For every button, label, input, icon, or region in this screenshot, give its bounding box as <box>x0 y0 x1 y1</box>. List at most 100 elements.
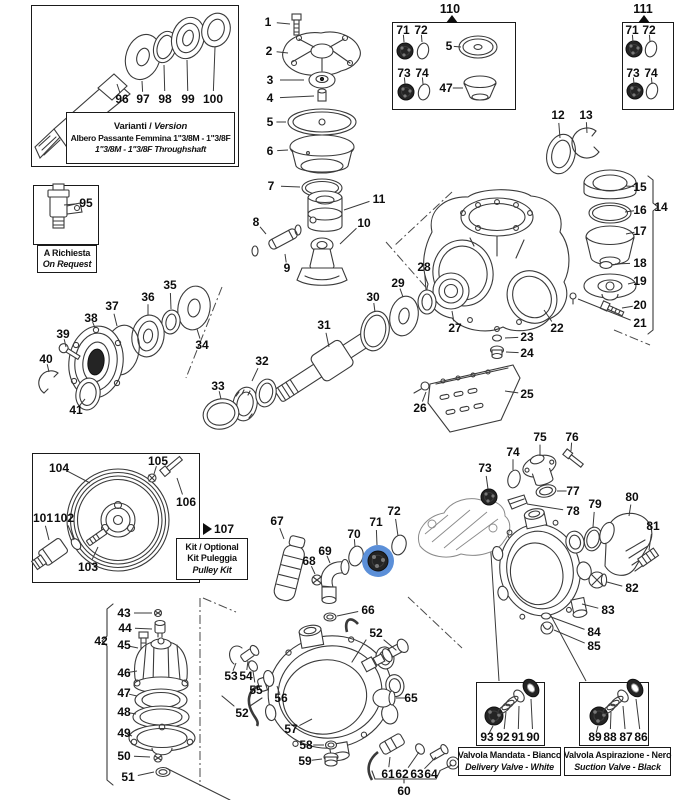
leader-line <box>595 725 599 733</box>
on-request-text-box: A Richiesta On Request <box>37 245 97 273</box>
leader-line <box>129 693 138 697</box>
leader-line <box>592 511 595 528</box>
leader-line <box>632 77 635 85</box>
kit-111-label: 111 <box>633 2 653 16</box>
leader-line <box>276 51 289 54</box>
leader-line <box>311 758 323 761</box>
bearing-flange-group <box>38 285 240 430</box>
pulley-kit-line2: Kit Puleggia <box>187 553 237 564</box>
leader-line <box>326 555 331 564</box>
leader-line <box>259 226 267 235</box>
leader-line <box>153 466 157 475</box>
leader-line <box>543 309 553 322</box>
on-request-en: On Request <box>42 259 92 269</box>
piston-group-right <box>546 127 659 335</box>
leader-line <box>504 336 519 339</box>
suction-valve-parts <box>589 678 644 726</box>
kit-111-parts <box>625 40 659 100</box>
leader-line <box>141 80 144 92</box>
variant-line-it: Albero Passante Femmina 1"3/8M - 1"3/8F <box>70 133 231 144</box>
leader-line <box>399 288 404 298</box>
leader-line <box>402 34 405 43</box>
leader-line <box>353 539 356 548</box>
leader-line <box>280 185 301 188</box>
delivery-valve-text-box: Valvola Mandata - Bianco Delivery Valve … <box>458 747 561 776</box>
leader-line <box>581 603 599 609</box>
kit-111-marker <box>638 15 650 23</box>
leader-line <box>650 77 653 85</box>
leader-line <box>284 253 287 263</box>
leader-line <box>336 611 359 617</box>
leader-line <box>625 231 635 235</box>
leader-line <box>279 95 315 99</box>
leader-line <box>628 504 632 517</box>
leader-line <box>44 525 50 541</box>
leader-line <box>169 292 172 310</box>
leader-line <box>570 442 573 452</box>
top-assembly-group <box>251 13 361 286</box>
leader-line <box>137 771 155 776</box>
leader-line <box>246 660 249 671</box>
leader-line <box>186 59 189 92</box>
leader-line <box>451 310 455 322</box>
leader-line <box>252 670 256 683</box>
suction-valve-text-box: Valvola Aspirazione - Nero Suction Valve… <box>564 747 671 776</box>
pump-head-bottom-group <box>221 612 460 784</box>
leader-line <box>113 313 118 327</box>
pump-head-right-group <box>491 508 660 635</box>
leader-line <box>67 471 91 484</box>
leader-line <box>420 34 423 43</box>
leader-line <box>276 685 280 694</box>
leader-line <box>585 122 588 134</box>
delivery-valve-parts <box>484 678 540 726</box>
leader-line <box>614 262 631 265</box>
leader-line <box>621 305 633 309</box>
leader-line <box>558 122 561 139</box>
accumulator-group <box>101 603 231 800</box>
kit-110-label: 110 <box>439 2 461 16</box>
kit-110-marker <box>446 15 458 23</box>
leader-line <box>648 533 652 551</box>
leader-line <box>485 475 489 490</box>
leader-line <box>439 764 453 772</box>
leader-line <box>503 711 507 730</box>
leader-line <box>63 203 78 206</box>
leader-line <box>212 46 216 92</box>
variant-text-box: Varianti / Version Albero Passante Femmi… <box>66 112 235 164</box>
pulley-kit-line3: Pulley Kit <box>192 564 232 575</box>
suction-line-group <box>273 534 407 605</box>
suction-valve-it: Valvola Aspirazione - Nero <box>563 750 672 761</box>
leader-line <box>453 45 462 48</box>
suction-valve-en: Suction Valve - Black <box>574 761 661 772</box>
crankcase-ghost-sketch <box>418 498 511 558</box>
variant-line-en: 1"3/8M - 1"3/8F Throughshaft <box>94 143 206 154</box>
leader-line <box>526 503 564 511</box>
variant-title: Varianti / Version <box>113 121 188 133</box>
leader-line <box>388 756 391 768</box>
leader-line <box>504 390 519 394</box>
leader-line <box>624 210 635 213</box>
leader-line <box>343 200 370 211</box>
leader-line <box>325 332 330 348</box>
leader-line <box>277 149 289 152</box>
leader-line <box>79 398 86 406</box>
leader-line <box>196 328 201 339</box>
leader-line <box>517 705 520 730</box>
leader-line <box>279 528 285 540</box>
leader-line <box>635 698 641 730</box>
leader-line <box>127 733 133 737</box>
leader-line <box>128 712 137 715</box>
leader-line <box>407 751 420 768</box>
delivery-fitting-group <box>480 448 585 510</box>
leader-line <box>631 34 634 43</box>
leader-line <box>577 298 631 321</box>
leader-line <box>310 565 316 575</box>
leader-line <box>373 302 376 313</box>
leader-line <box>134 627 153 630</box>
leader-line <box>163 64 166 92</box>
leader-line <box>609 711 612 730</box>
leader-line <box>92 321 96 329</box>
leader-line <box>91 546 99 561</box>
on-request-it: A Richiesta <box>43 247 91 258</box>
